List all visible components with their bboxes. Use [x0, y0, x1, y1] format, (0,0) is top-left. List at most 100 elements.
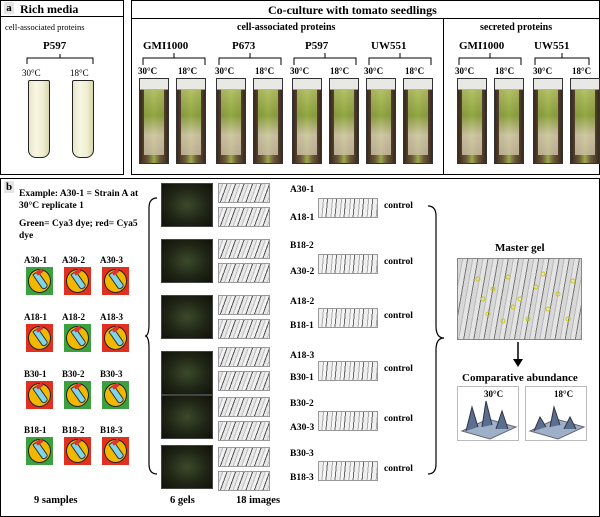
pair-label: A30-3: [290, 423, 315, 433]
footer-gels: 6 gels: [170, 495, 195, 506]
cell-associated-title: cell-associated proteins: [237, 22, 336, 33]
gel-image: [218, 319, 270, 339]
temp-label: 18°C: [405, 66, 425, 76]
gel-image: [218, 207, 270, 227]
temp-label: 18°C: [178, 66, 198, 76]
pair-label: A18-2: [290, 297, 315, 307]
control-image: [318, 361, 378, 381]
seedling-tube: [457, 78, 487, 164]
dye-note: Green= Cya3 dye; red= Cya5 dye: [19, 219, 138, 241]
temp-label: 30°C: [455, 66, 475, 76]
rich-strain: P597: [43, 40, 67, 52]
control-label: control: [384, 464, 413, 474]
dark-gel: [161, 351, 213, 395]
secreted-title: secreted proteins: [480, 22, 553, 33]
pair-label: A18-1: [290, 213, 315, 223]
temp-label: 30°C: [533, 66, 553, 76]
gel-image: [218, 263, 270, 283]
temp-label: 18°C: [572, 66, 592, 76]
gel-image: [218, 421, 270, 441]
sample-label: B18-1: [24, 425, 47, 435]
sample-label: B30-2: [62, 369, 85, 379]
footer-samples: 9 samples: [34, 495, 78, 506]
sample-label: B18-2: [62, 425, 85, 435]
dark-gel: [161, 183, 213, 227]
seedling-tube: [366, 78, 396, 164]
pair-label: B30-3: [290, 449, 314, 459]
master-gel-image: [457, 258, 582, 340]
seedling-tube: [216, 78, 246, 164]
sample-label: A18-1: [24, 312, 47, 322]
control-image: [318, 254, 378, 274]
left-brace: [145, 197, 158, 475]
pair-label: B18-3: [290, 473, 314, 483]
down-arrow-icon: [513, 342, 523, 367]
dark-gel: [161, 295, 213, 339]
seedling-tube: [570, 78, 600, 164]
cell-strain-uw551: UW551: [371, 40, 407, 52]
rich-temp-30: 30°C: [22, 68, 41, 78]
rich-bracket: [26, 54, 94, 64]
control-image: [318, 461, 378, 481]
coculture-title: Co-culture with tomato seedlings: [268, 3, 437, 17]
plot-18: 18°C: [525, 386, 587, 441]
panel-a-letter: a: [4, 2, 14, 14]
pair-label: A30-1: [290, 185, 315, 195]
control-image: [318, 198, 378, 218]
pair-label: B18-2: [290, 241, 314, 251]
sample-label: B30-1: [24, 369, 47, 379]
pair-label: A18-3: [290, 351, 315, 361]
sample-label: A30-3: [100, 255, 123, 265]
pair-label: B18-1: [290, 321, 314, 331]
rich-tube-30: [28, 80, 50, 158]
sample-tube-icon: [64, 437, 91, 465]
rich-media-box: [0, 0, 124, 175]
sample-label: A18-2: [62, 312, 85, 322]
plot-temp-18: 18°C: [554, 389, 574, 399]
control-label: control: [384, 311, 413, 321]
seedling-tube: [292, 78, 322, 164]
control-label: control: [384, 364, 413, 374]
footer-images: 18 images: [236, 495, 281, 506]
sample-tube-icon: [26, 267, 53, 295]
seedling-tube: [329, 78, 359, 164]
gel-image: [218, 239, 270, 259]
gel-image: [218, 183, 270, 203]
coculture-brackets: [142, 53, 590, 65]
pair-label: A30-2: [290, 267, 315, 277]
cell-strain-p673: P673: [232, 40, 256, 52]
sample-tube-icon: [26, 381, 53, 409]
seedling-tube: [403, 78, 433, 164]
temp-label: 30°C: [364, 66, 384, 76]
sample-tube-icon: [26, 437, 53, 465]
sample-tube-icon: [64, 324, 91, 352]
dark-gel: [161, 445, 213, 489]
temp-label: 30°C: [138, 66, 158, 76]
gel-image: [218, 347, 270, 367]
control-label: control: [384, 201, 413, 211]
control-image: [318, 411, 378, 431]
panel-b-letter: b: [4, 181, 14, 193]
temp-label: 30°C: [215, 66, 235, 76]
dark-gel: [161, 395, 213, 439]
sample-tube-icon: [64, 381, 91, 409]
cell-strain-gmi1000: GMI1000: [143, 40, 189, 52]
control-label: control: [384, 414, 413, 424]
sample-label: B30-3: [100, 369, 123, 379]
secreted-strain-uw551: UW551: [534, 40, 570, 52]
sample-label: A30-1: [24, 255, 47, 265]
gel-image: [218, 371, 270, 391]
rich-tube-18: [72, 80, 94, 158]
sample-tube-icon: [102, 267, 129, 295]
secreted-strain-gmi1000: GMI1000: [459, 40, 505, 52]
sample-tube-icon: [102, 437, 129, 465]
rich-subtitle: cell-associated proteins: [5, 22, 85, 32]
comparative-title: Comparative abundance: [462, 372, 578, 384]
gel-image: [218, 471, 270, 491]
sample-label: B18-3: [100, 425, 123, 435]
sample-tube-icon: [102, 381, 129, 409]
pair-label: B30-1: [290, 373, 314, 383]
plot-30: 30°C: [457, 386, 519, 441]
master-gel-title: Master gel: [495, 242, 545, 254]
pair-label: B30-2: [290, 399, 314, 409]
